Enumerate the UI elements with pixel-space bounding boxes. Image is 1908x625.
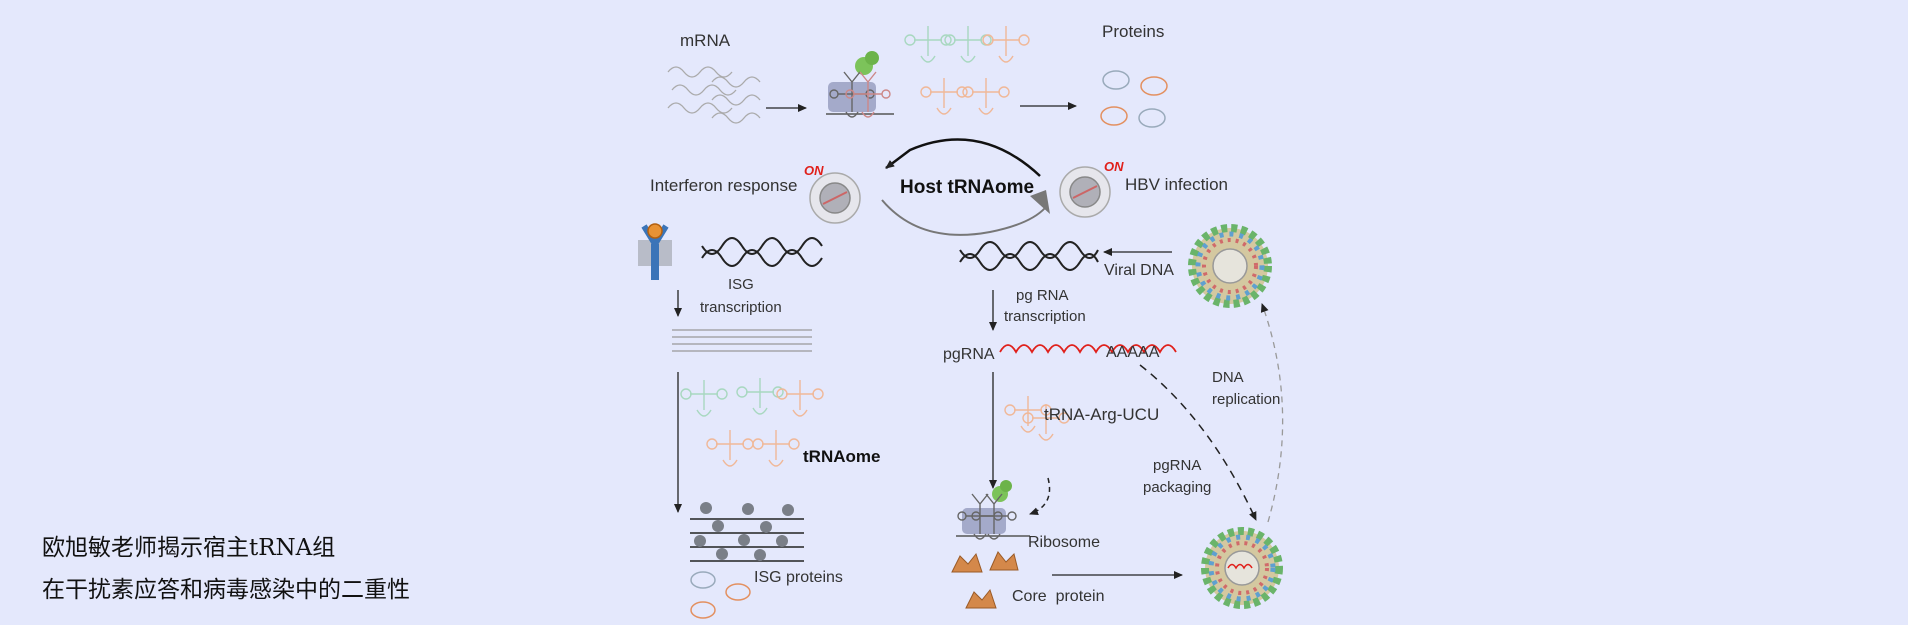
isg-ribosomes-icon bbox=[690, 502, 804, 562]
trna-arg-label: tRNA-Arg-UCU bbox=[1044, 405, 1159, 424]
arrow-trna-ribosome bbox=[1029, 477, 1051, 516]
ribosome-bottom-icon bbox=[956, 480, 1030, 540]
caption-line-1: 欧旭敏老师揭示宿主tRNA组 bbox=[42, 535, 336, 561]
host-trnaome-label: Host tRNAome bbox=[900, 177, 1034, 198]
proteins-label: Proteins bbox=[1102, 22, 1164, 41]
interferon-response-label: Interferon response bbox=[650, 176, 797, 195]
viral-dna-label: Viral DNA bbox=[1104, 262, 1174, 279]
arrow-host-to-interferon bbox=[885, 138, 1041, 177]
pg-rna-transcription-label-2: transcription bbox=[1004, 308, 1086, 325]
protein-coils-icon bbox=[1100, 70, 1168, 128]
arrow-dna-replication bbox=[1260, 303, 1284, 523]
on-right-badge: ON bbox=[1104, 159, 1124, 174]
isg-mrna-lines-icon bbox=[672, 329, 812, 352]
pgrna-packaging-label-1: pgRNA bbox=[1153, 457, 1201, 474]
trna-pool-top-icon bbox=[904, 25, 1030, 115]
caption-line-2: 在干扰素应答和病毒感染中的二重性 bbox=[42, 577, 410, 603]
ribosome-label: Ribosome bbox=[1028, 534, 1100, 551]
trnaome-label: tRNAome bbox=[803, 447, 880, 466]
core-protein-icon bbox=[951, 551, 1019, 609]
arrow-host-to-hbv bbox=[881, 199, 1046, 236]
pg-rna-transcription-label-1: pg RNA bbox=[1016, 287, 1069, 304]
isg-proteins-label: ISG proteins bbox=[754, 569, 843, 586]
core-protein-label: Core protein bbox=[1012, 588, 1105, 605]
arrow-pgrna-packaging bbox=[1139, 364, 1257, 521]
hbv-virion-top-icon bbox=[1188, 224, 1272, 308]
switch-left-icon bbox=[809, 172, 861, 224]
on-left-badge: ON bbox=[804, 163, 824, 178]
dna-replication-label-2: replication bbox=[1212, 391, 1280, 408]
switch-right-icon bbox=[1059, 166, 1111, 218]
arrow-head-hbv bbox=[1030, 190, 1050, 214]
isg-protein-coils-icon bbox=[690, 571, 751, 619]
isg-transcription-label-1: ISG bbox=[728, 276, 754, 293]
ribosome-top-icon bbox=[826, 51, 894, 118]
interferon-receptor-icon bbox=[638, 223, 672, 280]
pgrna-packaging-label-2: packaging bbox=[1143, 479, 1211, 496]
mrna-label: mRNA bbox=[680, 31, 731, 50]
mrna-strands-icon bbox=[667, 66, 761, 124]
trna-pool-left-icon bbox=[680, 377, 824, 467]
pgrna-strand-icon bbox=[999, 344, 1177, 354]
dna-replication-label-1: DNA bbox=[1212, 369, 1244, 386]
pgrna-label: pgRNA bbox=[943, 346, 995, 363]
viral-dna-helix-icon bbox=[959, 241, 1099, 271]
hbv-virion-bottom-icon bbox=[1201, 527, 1283, 609]
hbv-infection-label: HBV infection bbox=[1125, 175, 1228, 194]
aaaaa-label: AAAAA bbox=[1106, 344, 1160, 361]
isg-transcription-label-2: transcription bbox=[700, 299, 782, 316]
isg-dna-helix-icon bbox=[701, 237, 823, 267]
